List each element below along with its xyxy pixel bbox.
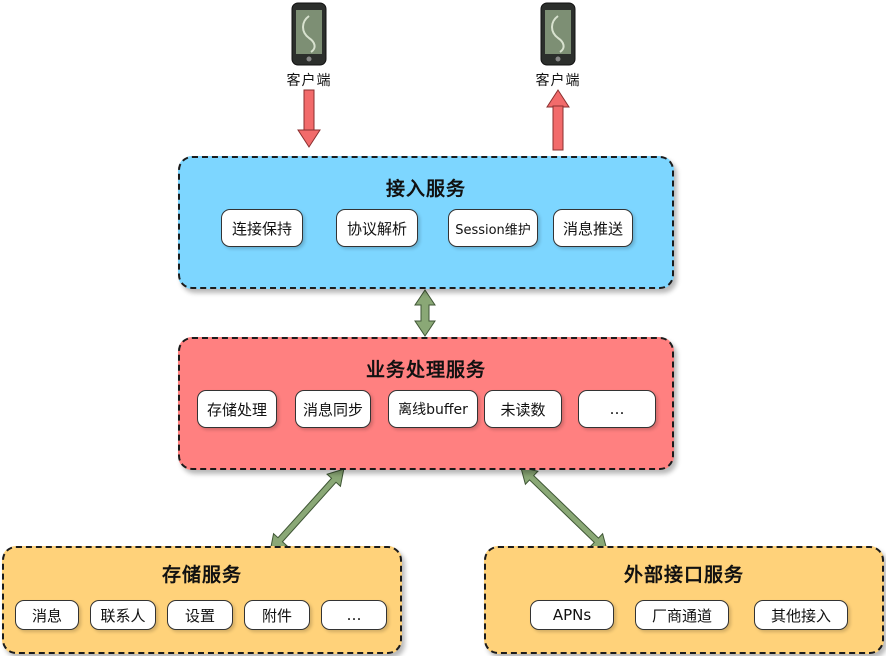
external-item-vendor-channel: 厂商通道	[635, 600, 729, 630]
external-item-other-access: 其他接入	[754, 600, 848, 630]
storage-item-contacts: 联系人	[90, 600, 156, 630]
storage-service-box: 存储服务 消息 联系人 设置 附件 …	[2, 546, 402, 654]
client-label-right: 客户端	[535, 73, 581, 89]
access-service-title: 接入服务	[385, 178, 466, 200]
external-item-apns: APNs	[530, 600, 614, 630]
business-item-more: …	[578, 390, 656, 428]
phone-icon	[540, 2, 576, 66]
access-item-message-push: 消息推送	[553, 209, 633, 247]
storage-item-messages: 消息	[15, 600, 79, 630]
phone-icon	[291, 2, 327, 66]
arrow-business-storage	[269, 468, 345, 552]
access-service-box: 接入服务 连接保持 协议解析 Session维护 消息推送	[178, 156, 674, 289]
client-label-left: 客户端	[286, 73, 332, 89]
business-item-offline-buffer: 离线buffer	[388, 390, 478, 428]
arrow-business-external	[520, 466, 608, 552]
access-item-session-maintain: Session维护	[448, 209, 538, 247]
business-service-box: 业务处理服务 存储处理 消息同步 离线buffer 未读数 …	[178, 337, 674, 470]
client-right: 客户端	[528, 2, 588, 92]
access-item-protocol-parse: 协议解析	[336, 209, 418, 247]
business-item-unread-count: 未读数	[484, 390, 562, 428]
storage-item-more: …	[321, 600, 387, 630]
business-item-storage-process: 存储处理	[197, 390, 277, 428]
storage-service-title: 存储服务	[161, 564, 242, 586]
storage-item-attachments: 附件	[244, 600, 310, 630]
client-left: 客户端	[279, 2, 339, 92]
business-item-message-sync: 消息同步	[295, 390, 371, 428]
arrow-access-to-client	[546, 89, 570, 151]
access-item-connection-keep: 连接保持	[221, 209, 303, 247]
external-service-box: 外部接口服务 APNs 厂商通道 其他接入	[484, 546, 884, 654]
arrow-client-to-access	[297, 89, 321, 148]
arrow-access-business	[414, 289, 436, 337]
storage-item-settings: 设置	[167, 600, 233, 630]
external-service-title: 外部接口服务	[623, 564, 744, 586]
business-service-title: 业务处理服务	[365, 359, 486, 381]
